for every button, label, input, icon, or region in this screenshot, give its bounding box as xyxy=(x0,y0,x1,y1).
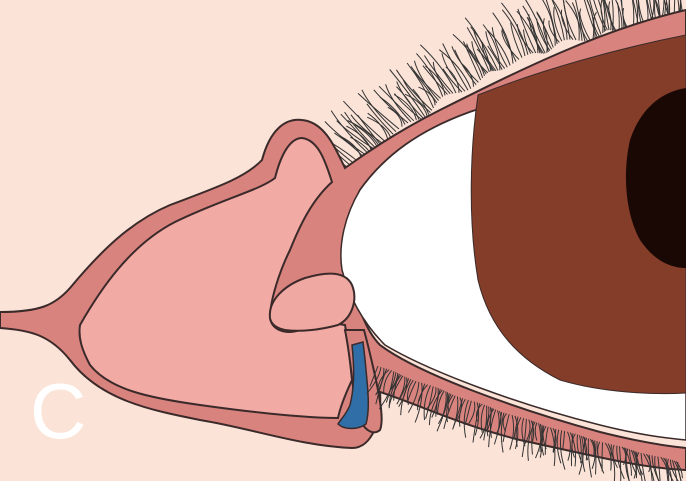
panel-letter: C xyxy=(30,372,86,450)
